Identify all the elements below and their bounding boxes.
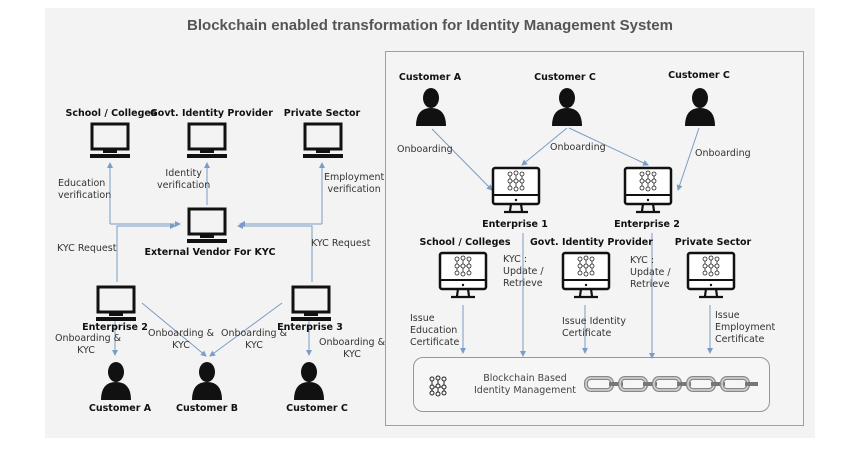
edge-onboarding-r3: Onboarding [695, 148, 751, 159]
person-icon-r-customer-c [552, 88, 582, 126]
edge-onboarding-r1: Onboarding [397, 144, 453, 155]
person-icon-customer-c [294, 362, 324, 400]
edge-kyc-ent1: KYC : Update / Retrieve [503, 254, 544, 289]
verifier-school-label: School / Colleges [65, 108, 157, 119]
arrow-kyc-right [237, 223, 313, 282]
edge-onboarding-c: Onboarding & KYC [318, 337, 386, 360]
enterprise-1-label: Enterprise 1 [482, 219, 548, 230]
edge-issue-education: Issue Education Certificate [410, 313, 460, 348]
diagram-title: Blockchain enabled transformation for Id… [187, 17, 673, 34]
r-enterprise-2-label: Enterprise 2 [614, 219, 680, 230]
arrow-kyc-left [116, 223, 176, 282]
edge-identity-verification: Identity verification [157, 168, 211, 191]
customer-b-label: Customer B [175, 403, 239, 414]
vendor-label: External Vendor For KYC [144, 247, 276, 258]
enterprise-3-label: Enterprise 3 [277, 322, 343, 333]
arrow-custA-ent1 [431, 128, 493, 191]
network-monitor-icon-enterprise-2 [623, 166, 673, 214]
edge-kyc-request-left: KYC Request [57, 243, 117, 254]
edge-kyc-request-right: KYC Request [311, 238, 371, 249]
r-customer-a-label: Customer A [398, 72, 462, 83]
blockchain-network-icon [429, 375, 447, 397]
customer-a-label: Customer A [88, 403, 152, 414]
monitor-icon-govt [187, 122, 227, 158]
network-monitor-icon-govt [561, 251, 611, 299]
issuer-private-label: Private Sector [674, 237, 752, 248]
edge-employment-verification: Employment verification [324, 172, 385, 195]
arrow-e3-custB [209, 302, 283, 357]
edge-kyc-ent2: KYC : Update / Retrieve [630, 255, 671, 290]
person-icon-r-customer-a [416, 88, 446, 126]
edge-education-verification: Education verification [58, 178, 112, 201]
monitor-icon-enterprise-2 [96, 285, 136, 321]
edge-issue-identity: Issue Identity Certificate [562, 316, 626, 339]
monitor-icon-private [303, 122, 343, 158]
issuer-school-label: School / Colleges [419, 237, 511, 248]
edge-onboarding-r2: Onboarding [550, 142, 606, 153]
enterprise-2-label: Enterprise 2 [82, 322, 148, 333]
blockchain-ledger-box [413, 357, 770, 412]
arrow-e2-custB [141, 302, 207, 357]
edge-onboarding-b1: Onboarding & KYC [147, 328, 215, 351]
monitor-icon-school [90, 122, 130, 158]
network-monitor-icon-private [686, 251, 736, 299]
person-icon-customer-b [192, 362, 222, 400]
issuer-govt-label: Govt. Identity Provider [530, 237, 653, 248]
monitor-icon-enterprise-3 [291, 285, 331, 321]
network-monitor-icon-school [438, 251, 488, 299]
arrow-custC-ent2 [568, 127, 649, 166]
chain-icon [584, 376, 758, 392]
customer-c-label: Customer C [286, 403, 348, 414]
person-icon-customer-a [101, 362, 131, 400]
monitor-icon-vendor [187, 207, 227, 243]
edge-onboarding-b2: Onboarding & KYC [220, 328, 288, 351]
arrow-custC-ent1 [521, 127, 568, 166]
verifier-private-label: Private Sector [283, 108, 361, 119]
person-icon-r-customer-c2 [685, 88, 715, 126]
edge-onboarding-a: Onboarding & KYC [55, 333, 121, 356]
verifier-govt-label: Govt. Identity Provider [150, 108, 273, 119]
arrow-custC2-ent2 [676, 127, 700, 191]
blockchain-label: Blockchain Based Identity Management [473, 373, 576, 396]
r-customer-c-label: Customer C [534, 72, 596, 83]
edge-issue-employment: Issue Employment Certificate [715, 310, 776, 345]
r-customer-c2-label: Customer C [668, 70, 730, 81]
network-monitor-icon-enterprise-1 [491, 166, 541, 214]
